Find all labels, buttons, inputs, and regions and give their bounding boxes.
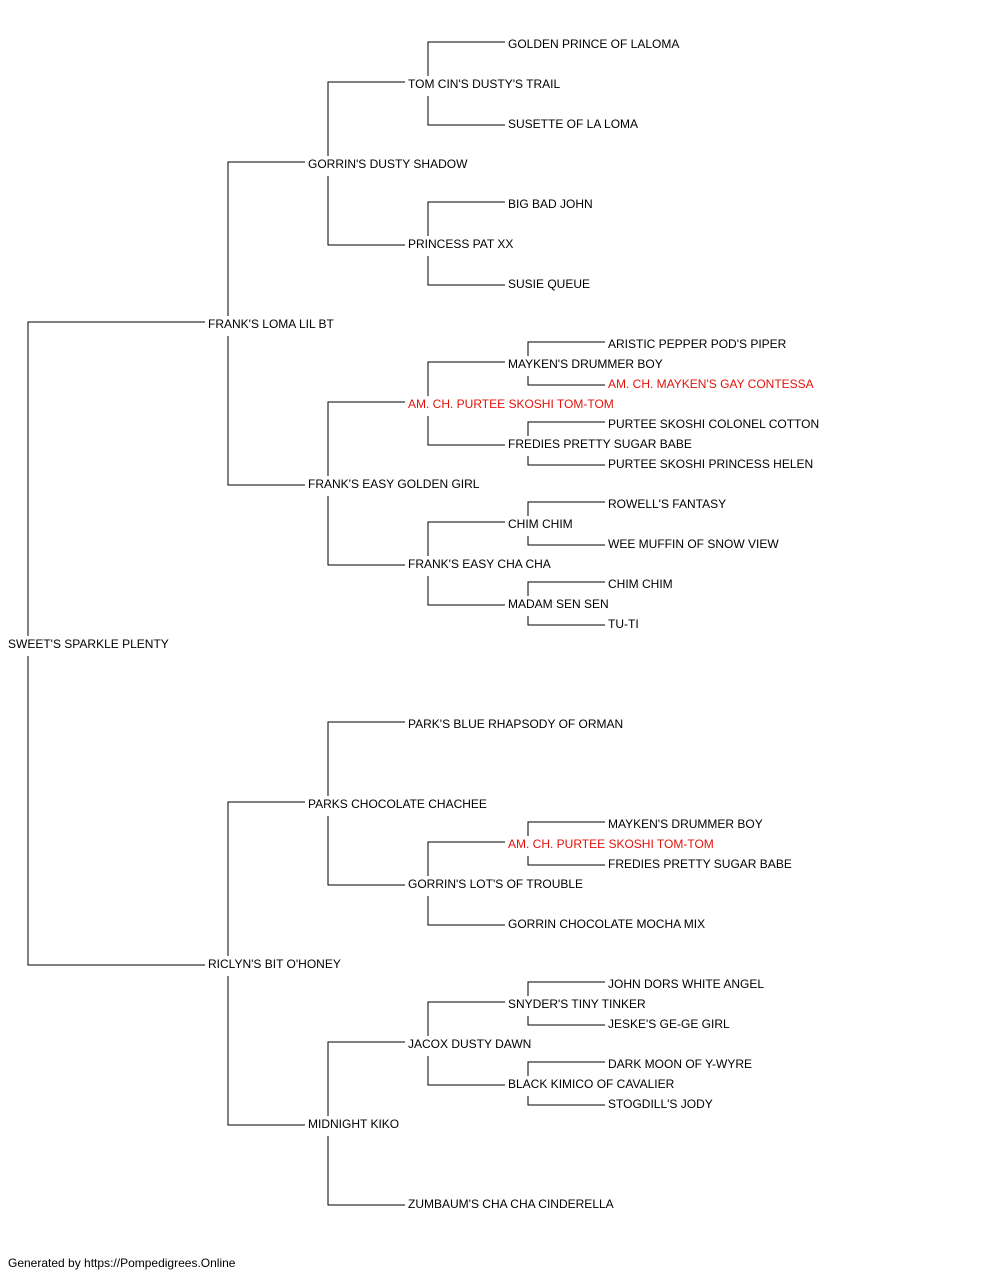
ddsss-name: JOHN DORS WHITE ANGEL — [608, 977, 764, 991]
ddssd-name: JESKE'S GE-GE GIRL — [608, 1017, 730, 1031]
ssss-name: GOLDEN PRINCE OF LALOMA — [508, 37, 679, 51]
sds-name: AM. CH. PURTEE SKOSHI TOM-TOM — [408, 397, 614, 411]
subject-name: SWEET'S SPARKLE PLENTY — [8, 637, 169, 651]
ddss-name: SNYDER'S TINY TINKER — [508, 997, 646, 1011]
connector-line — [27, 321, 205, 966]
ddsd-name: BLACK KIMICO OF CAVALIER — [508, 1077, 675, 1091]
dsdd-name: GORRIN CHOCOLATE MOCHA MIX — [508, 917, 705, 931]
connector-line — [427, 41, 505, 1086]
sss-name: TOM CIN'S DUSTY'S TRAIL — [408, 77, 560, 91]
sdsdd-name: PURTEE SKOSHI PRINCESS HELEN — [608, 457, 813, 471]
sddss-name: ROWELL'S FANTASY — [608, 497, 726, 511]
sire-name: FRANK'S LOMA LIL BT — [208, 317, 335, 331]
ssdd-name: SUSIE QUEUE — [508, 277, 590, 291]
dsd-name: GORRIN'S LOT'S OF TROUBLE — [408, 877, 583, 891]
dsds-name: AM. CH. PURTEE SKOSHI TOM-TOM — [508, 837, 714, 851]
ddsdd-name: STOGDILL'S JODY — [608, 1097, 713, 1111]
sdss-name: MAYKEN'S DRUMMER BOY — [508, 357, 663, 371]
sdds-name: CHIM CHIM — [508, 517, 573, 531]
sdsss-name: ARISTIC PEPPER POD'S PIPER — [608, 337, 787, 351]
ddd-name: ZUMBAUM'S CHA CHA CINDERELLA — [408, 1197, 614, 1211]
sdsds-name: PURTEE SKOSHI COLONEL COTTON — [608, 417, 819, 431]
dsdsd-name: FREDIES PRETTY SUGAR BABE — [608, 857, 792, 871]
sdd-name: FRANK'S EASY CHA CHA — [408, 557, 551, 571]
sdssd-name: AM. CH. MAYKEN'S GAY CONTESSA — [608, 377, 814, 391]
dam-dam-name: MIDNIGHT KIKO — [308, 1117, 399, 1131]
sddsd-name: WEE MUFFIN OF SNOW VIEW — [608, 537, 779, 551]
connector-line — [327, 81, 405, 1206]
dss-name: PARK'S BLUE RHAPSODY OF ORMAN — [408, 717, 623, 731]
sdddd-name: TU-TI — [608, 617, 639, 631]
ssd-name: PRINCESS PAT XX — [408, 237, 513, 251]
dam-name: RICLYN'S BIT O'HONEY — [208, 957, 341, 971]
connector-line — [227, 161, 305, 1126]
dds-name: JACOX DUSTY DAWN — [408, 1037, 531, 1051]
sire-dam-name: FRANK'S EASY GOLDEN GIRL — [308, 477, 480, 491]
footer-credit: Generated by https://Pompedigrees.Online — [8, 1256, 236, 1270]
sssd-name: SUSETTE OF LA LOMA — [508, 117, 638, 131]
sdsd-name: FREDIES PRETTY SUGAR BABE — [508, 437, 692, 451]
dsdss-name: MAYKEN'S DRUMMER BOY — [608, 817, 763, 831]
dam-sire-name: PARKS CHOCOLATE CHACHEE — [308, 797, 487, 811]
sire-sire-name: GORRIN'S DUSTY SHADOW — [308, 157, 468, 171]
sddds-name: CHIM CHIM — [608, 577, 673, 591]
ssds-name: BIG BAD JOHN — [508, 197, 593, 211]
ddsds-name: DARK MOON OF Y-WYRE — [608, 1057, 752, 1071]
connector-line — [527, 341, 605, 1106]
sddd-name: MADAM SEN SEN — [508, 597, 609, 611]
